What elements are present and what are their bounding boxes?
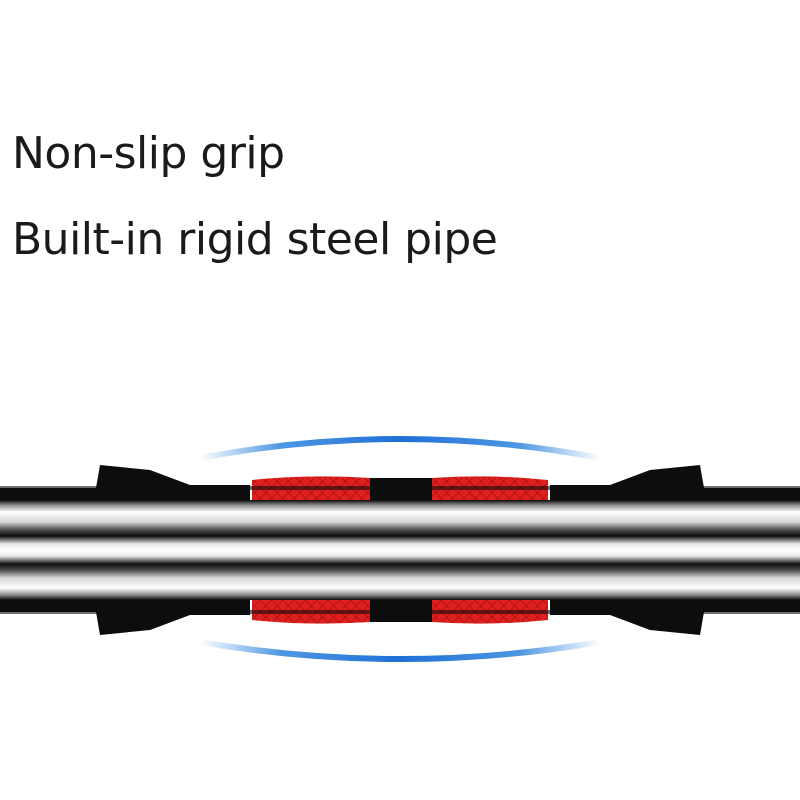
steel-pipe-icon (0, 500, 800, 600)
bar-grip-icon (0, 436, 800, 662)
motion-arc-bottom-icon (197, 639, 603, 662)
feature-steel-pipe: Built-in rigid steel pipe (12, 214, 498, 265)
feature-non-slip-grip: Non-slip grip (12, 128, 285, 179)
motion-arc-top-icon (197, 436, 603, 461)
